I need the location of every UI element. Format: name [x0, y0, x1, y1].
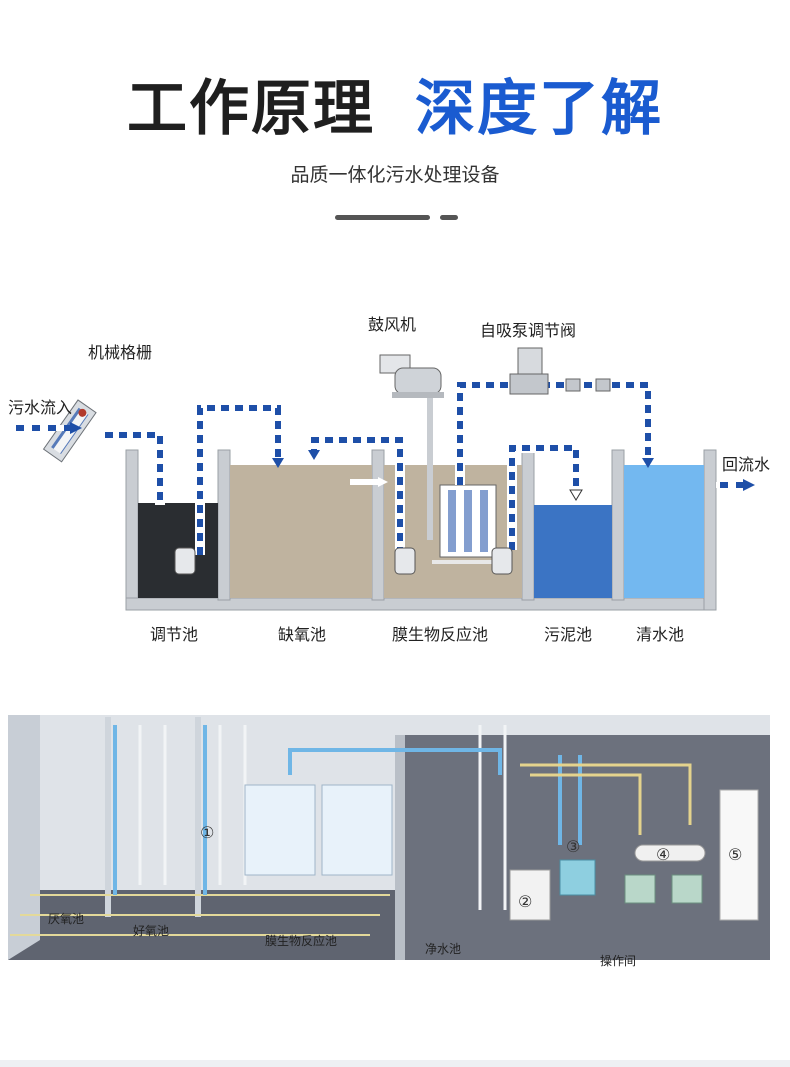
process-diagram: 机械格栅 污水流入 鼓风机 自吸泵调节阀 回流水 调节池 缺氧池 膜生物反应池 …	[8, 315, 770, 644]
title-part-1: 工作原理	[127, 74, 375, 144]
marker-5: ⑤	[728, 845, 742, 864]
divider-long	[335, 215, 430, 220]
label-pump-valve: 自吸泵调节阀	[480, 321, 576, 340]
cutaway-label-1: 好氧池	[133, 924, 169, 938]
label-blower: 鼓风机	[368, 315, 416, 334]
tank-anoxic	[230, 465, 372, 598]
tank-label-3: 污泥池	[544, 625, 592, 644]
tank-label-4: 清水池	[636, 625, 684, 644]
cutaway-label-3: 净水池	[425, 942, 461, 956]
marker-3: ③	[566, 837, 580, 856]
label-inflow: 污水流入	[8, 398, 72, 417]
marker-1: ①	[200, 823, 214, 842]
marker-4: ④	[656, 845, 670, 864]
mbr-module-2	[321, 784, 393, 876]
blower	[379, 354, 444, 540]
tank-walls	[125, 449, 717, 611]
subtitle: 品质一体化污水处理设备	[290, 164, 500, 186]
equipment-5	[719, 789, 759, 921]
inflow-arrow	[70, 422, 82, 434]
bottom-bar	[0, 1060, 790, 1067]
tank-sludge	[534, 505, 612, 598]
equipment-4	[634, 844, 706, 862]
label-screen: 机械格栅	[88, 343, 152, 362]
marker-2: ②	[518, 892, 532, 911]
mbr-module-1	[244, 784, 316, 876]
tank-label-0: 调节池	[150, 625, 198, 644]
equipment-2	[509, 869, 551, 921]
divider-short	[440, 215, 458, 220]
tank-label-2: 膜生物反应池	[392, 625, 488, 644]
regulating-valve	[565, 378, 611, 392]
cutaway-label-4: 操作间	[600, 953, 636, 968]
cutaway-label-2: 膜生物反应池	[265, 933, 337, 948]
return-arrow	[743, 479, 755, 491]
cutaway-label-0: 厌氧池	[48, 912, 84, 926]
title-part-2: 深度了解	[415, 74, 663, 144]
self-priming-pump	[509, 347, 549, 395]
equipment-3	[559, 859, 596, 896]
tank-label-1: 缺氧池	[278, 625, 326, 644]
label-return: 回流水	[722, 455, 770, 474]
page-title: 工作原理深度了解	[0, 60, 790, 147]
tank-clean	[624, 465, 704, 598]
cutaway-diagram: ① ② ③ ④ ⑤ 厌氧池 好氧池 膜生物反应池 净水池 操作间	[8, 715, 770, 968]
